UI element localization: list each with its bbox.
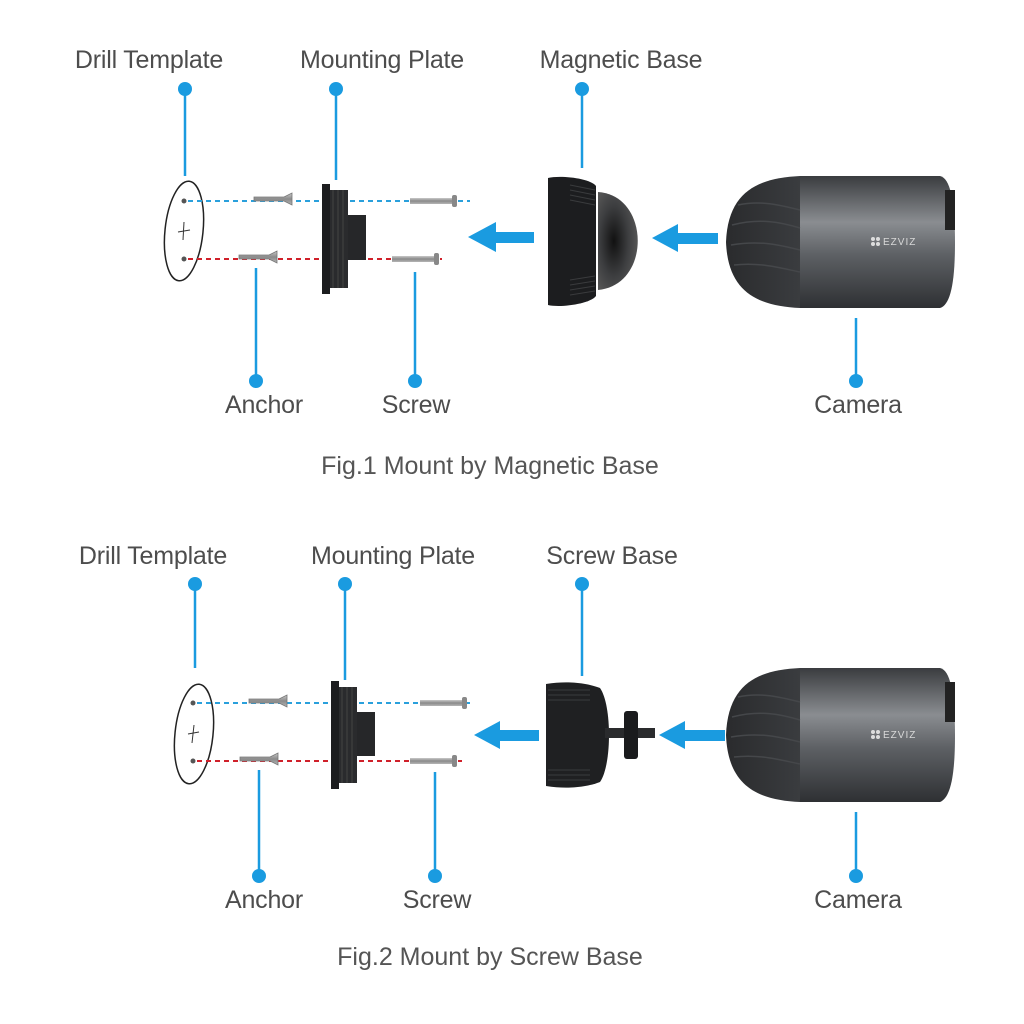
callout-screw-base [575, 577, 589, 676]
callout-anchor [249, 268, 263, 388]
screw-top [420, 697, 467, 709]
exploded-diagram: EZVIZ [173, 577, 955, 883]
camera: EZVIZ [726, 668, 955, 802]
callout-drill-template [178, 82, 192, 176]
callout-screw [408, 272, 422, 388]
callout-anchor [252, 770, 266, 883]
label-screw-base: Screw Base [546, 542, 678, 570]
figure-caption: Fig.1 Mount by Magnetic Base [321, 452, 659, 480]
ezviz-logo-icon [871, 237, 880, 246]
label-screw: Screw [402, 886, 472, 914]
callout-screw [428, 772, 442, 883]
callout-mounting-plate [338, 577, 352, 680]
mounting-plate [331, 681, 375, 789]
anchor-top [248, 694, 288, 708]
callout-mounting-plate [329, 82, 343, 180]
anchor-top [253, 192, 293, 206]
mounting-plate [322, 184, 366, 294]
label-mounting-plate: Mounting Plate [300, 46, 464, 74]
figure-caption: Fig.2 Mount by Screw Base [337, 943, 643, 971]
camera-brand: EZVIZ [883, 730, 916, 741]
magnetic-base [548, 176, 638, 306]
camera: EZVIZ [726, 176, 955, 308]
drill-template [173, 683, 215, 785]
camera-brand: EZVIZ [883, 237, 916, 248]
label-camera: Camera [814, 886, 902, 914]
callout-camera [849, 812, 863, 883]
anchor-bottom [238, 250, 278, 264]
screw-bottom [392, 253, 439, 265]
screw-top [410, 195, 457, 207]
direction-arrow-left [468, 222, 534, 252]
anchor-bottom [239, 752, 279, 766]
label-screw: Screw [381, 391, 451, 419]
exploded-diagram: EZVIZ [163, 82, 955, 388]
screw-bottom [410, 755, 457, 767]
label-drill-template: Drill Template [78, 542, 228, 570]
callout-camera [849, 318, 863, 388]
callout-drill-template [188, 577, 202, 668]
label-mounting-plate: Mounting Plate [311, 542, 475, 570]
label-anchor: Anchor [224, 391, 304, 419]
direction-arrow-right [652, 224, 718, 252]
label-magnetic-base: Magnetic Base [539, 46, 703, 74]
label-drill-template: Drill Template [74, 46, 224, 74]
callout-magnetic-base [575, 82, 589, 168]
label-camera: Camera [814, 391, 902, 419]
label-anchor: Anchor [224, 886, 304, 914]
direction-arrow-left [474, 721, 539, 749]
direction-arrow-right [659, 721, 725, 749]
drill-template [163, 180, 205, 282]
ezviz-logo-icon [871, 730, 880, 739]
screw-base [546, 682, 655, 788]
